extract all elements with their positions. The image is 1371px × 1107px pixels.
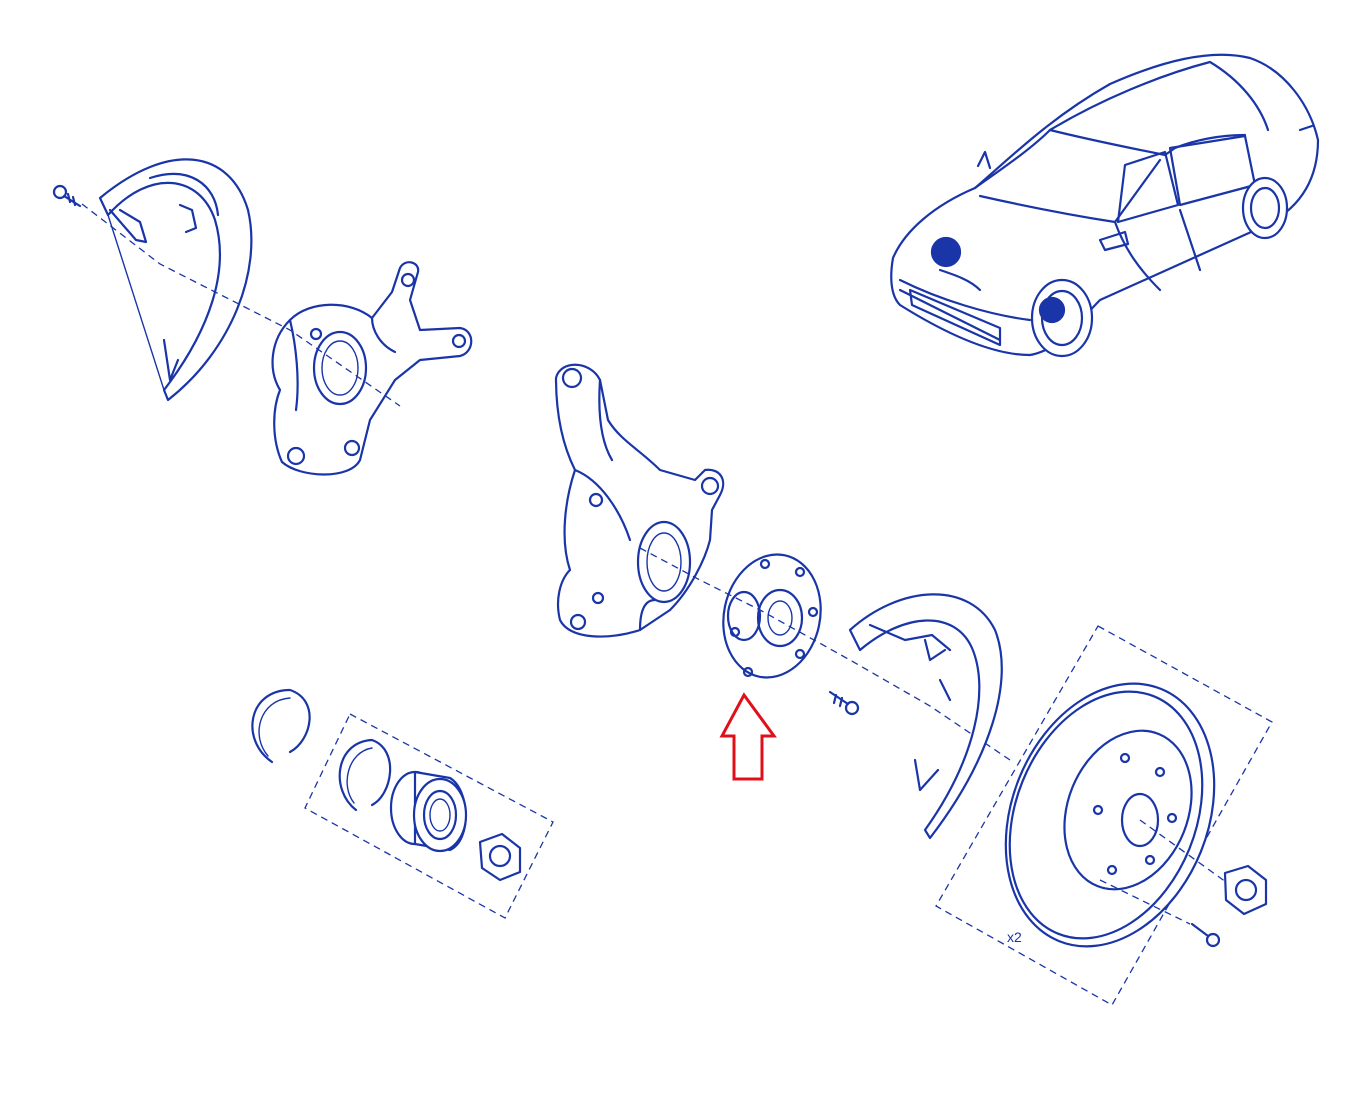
red-up-arrow: [719, 692, 777, 781]
wheel-bearing: [389, 770, 468, 853]
brake-disc-group: x2: [935, 625, 1273, 1006]
upper-steering-knuckle: [271, 261, 473, 476]
red-up-arrow-shape: [719, 692, 777, 781]
upper-shield-bolt: [52, 184, 82, 208]
center-assembly-axis: [639, 547, 1011, 761]
center-steering-knuckle: [554, 363, 725, 638]
bearing-kit-group: [251, 688, 554, 919]
upper-assembly-axis: [81, 203, 401, 407]
brake-disc-group-outline: [935, 625, 1273, 1006]
lower-shield-bolt: [828, 690, 860, 716]
car-illustration: [890, 53, 1320, 358]
disc-retaining-nut: [1223, 864, 1268, 916]
upper-dust-shield: [98, 158, 253, 402]
lower-dust-shield: [848, 593, 1003, 840]
bearing-kit-outline: [304, 713, 554, 919]
disc-screw: [1190, 922, 1221, 948]
brake-disc: [1004, 682, 1216, 948]
outer-circlip: [251, 688, 311, 764]
hub-nut: [478, 832, 522, 882]
inner-circlip: [338, 738, 392, 812]
disc-quantity-label: x2: [1007, 929, 1022, 945]
